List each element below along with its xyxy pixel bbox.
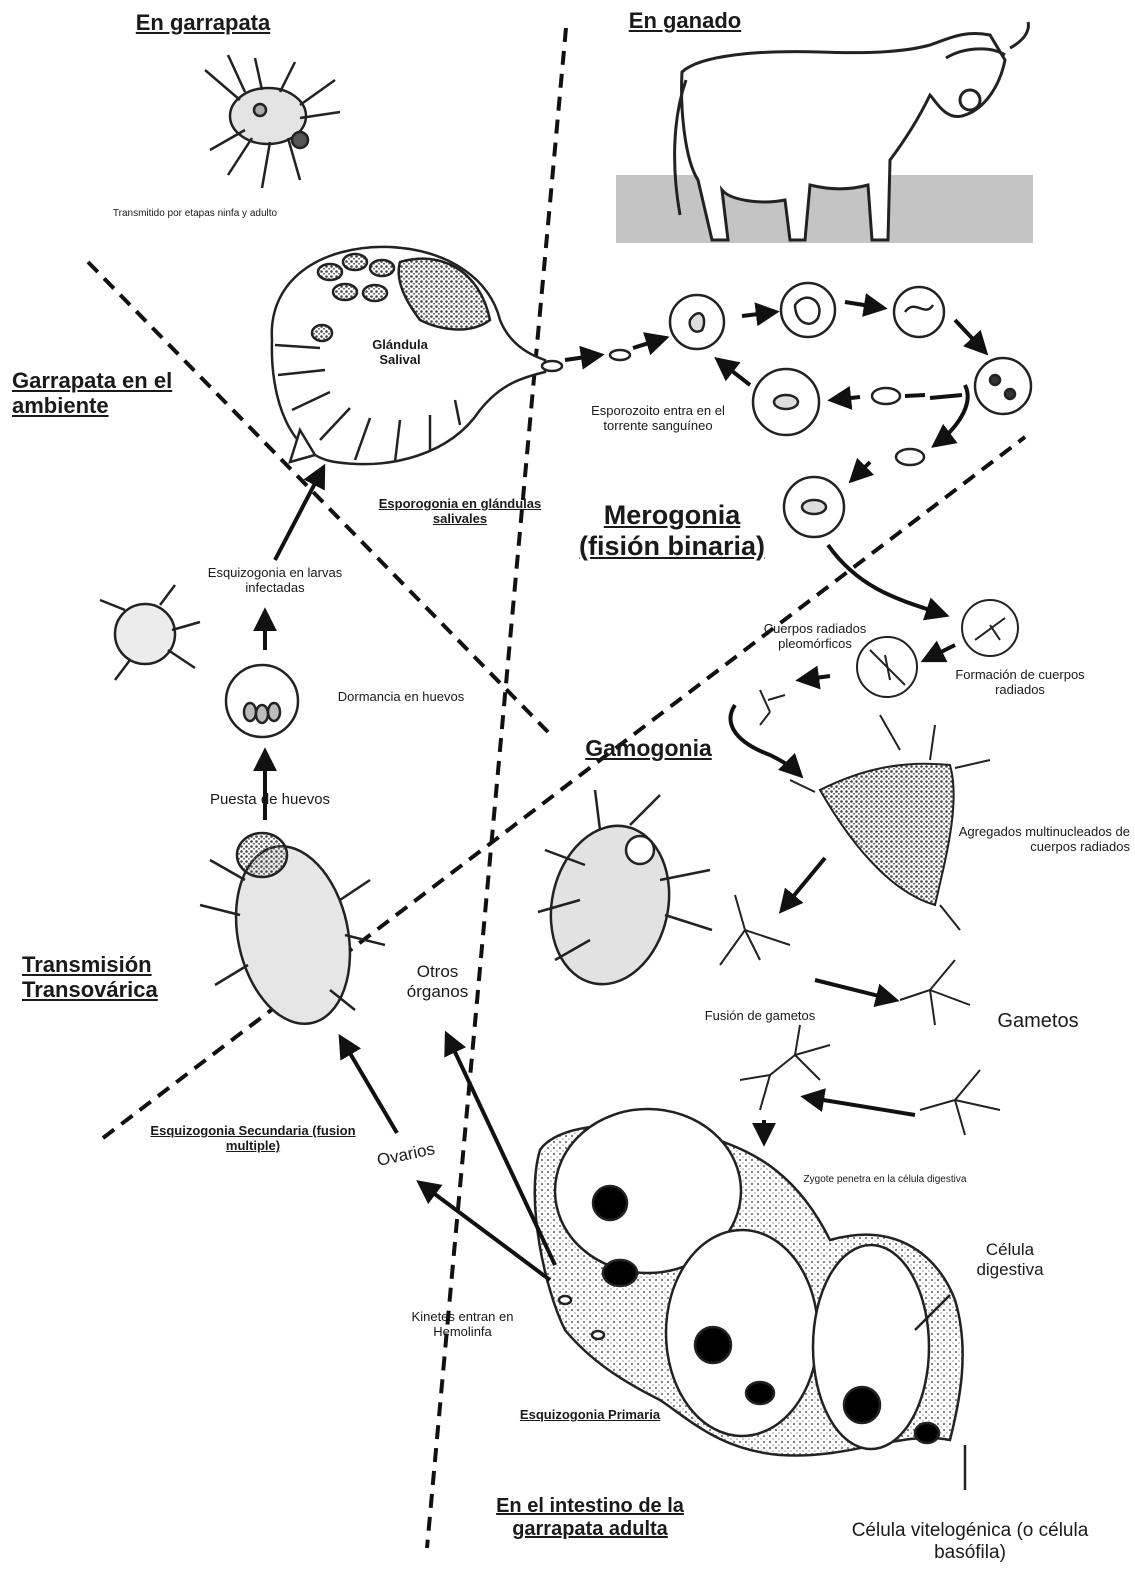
- label-radiated-pleomorphic: Cuerpos radiados pleomórficos: [740, 622, 890, 652]
- label-sporogony: Esporogonia en glándulas salivales: [365, 497, 555, 527]
- engorged-tick-left: [200, 833, 385, 1034]
- label-vitellogenic-cell: Célula vitelogénica (o célula basófila): [840, 1520, 1100, 1564]
- tick-illustration-top: [205, 55, 340, 188]
- section-title-transovarial: Transmisión Transovárica: [22, 952, 207, 1003]
- label-transmitted: Transmitido por etapas ninfa y adulto: [105, 208, 285, 220]
- label-gamete-fusion: Fusión de gametos: [700, 1009, 820, 1024]
- section-title-tick: En garrapata: [118, 10, 288, 35]
- section-title-gut: En el intestino de la garrapata adulta: [470, 1495, 710, 1541]
- egg-illustration: [226, 665, 298, 737]
- label-egg-laying: Puesta de huevos: [170, 791, 370, 808]
- label-other-organs: Otros órganos: [395, 962, 480, 1001]
- section-title-merogony: Merogonia (fisión binaria): [572, 500, 772, 562]
- label-secondary-schizogony: Esquizogonia Secundaria (fusion multiple…: [128, 1124, 378, 1154]
- gut-epithelium: [535, 1109, 965, 1490]
- label-schizogony-larvae: Esquizogonia en larvas infectadas: [180, 566, 370, 596]
- label-primary-schizogony: Esquizogonia Primaria: [470, 1408, 710, 1423]
- section-title-environment: Garrapata en el ambiente: [12, 368, 197, 419]
- label-egg-dormancy: Dormancia en huevos: [306, 690, 496, 705]
- label-digestive-cell: Célula digestiva: [955, 1240, 1065, 1279]
- section-title-cattle: En ganado: [605, 8, 765, 33]
- label-radiated-formation: Formación de cuerpos radiados: [940, 668, 1100, 698]
- engorged-tick-right: [537, 790, 712, 995]
- cow-illustration: [616, 22, 1033, 243]
- radiated-bodies: [760, 600, 1018, 725]
- label-zygote: Zygote penetra en la célula digestiva: [800, 1174, 970, 1186]
- multinucleate-aggregate: [790, 715, 990, 930]
- larva-tick: [100, 585, 200, 680]
- label-salivary-gland: Glándula Salival: [350, 338, 450, 368]
- label-kinetes: Kinetes entran en Hemolinfa: [395, 1310, 530, 1340]
- section-title-gamogony: Gamogonia: [566, 735, 731, 761]
- label-sporozoite: Esporozoito entra en el torrente sanguín…: [568, 404, 748, 434]
- label-aggregates: Agregados multinucleados de cuerpos radi…: [950, 825, 1130, 855]
- label-gametes: Gametos: [968, 1010, 1108, 1033]
